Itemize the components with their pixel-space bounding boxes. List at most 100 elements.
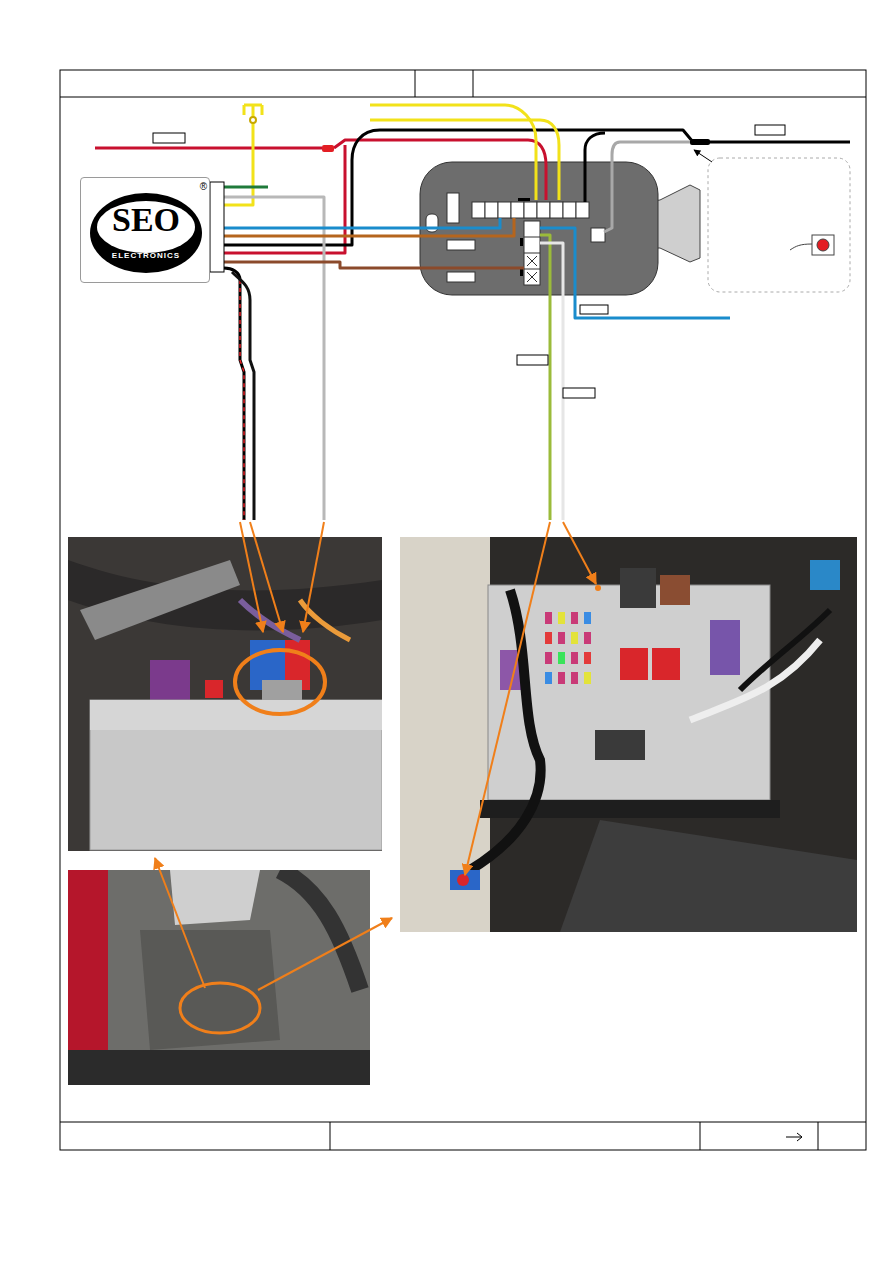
heater-unit (524, 202, 537, 218)
wire-detail (250, 117, 256, 123)
brand-name: SEO (112, 203, 180, 237)
photo (558, 672, 565, 684)
leader-arrow (240, 522, 263, 632)
photo (652, 648, 680, 680)
photo (584, 632, 591, 644)
leader-arrow (258, 918, 392, 990)
photo (545, 612, 552, 624)
wire (540, 235, 550, 520)
page-frame (60, 97, 866, 98)
photo (545, 652, 552, 664)
wire (334, 140, 546, 200)
wire (224, 262, 524, 268)
wire-tag (517, 355, 548, 365)
photo (68, 870, 370, 1085)
photo (571, 632, 578, 644)
photo (470, 590, 541, 870)
photo (584, 612, 591, 624)
heater-unit (518, 198, 530, 201)
heater-unit (550, 202, 563, 218)
photo (545, 612, 591, 684)
photo (400, 537, 857, 932)
brand-subtitle: ELECTRONICS (112, 252, 180, 260)
photo (558, 612, 565, 624)
heater-unit (472, 202, 485, 218)
photo (457, 874, 469, 886)
photo (545, 632, 552, 644)
wire (224, 218, 514, 236)
heater-unit (498, 202, 511, 218)
wire-tag (755, 125, 785, 135)
wire (240, 280, 244, 520)
photo (740, 610, 830, 690)
leader-arrow (303, 522, 324, 632)
leader-arrow (250, 522, 283, 632)
wire-detail (210, 117, 712, 272)
wire (95, 105, 850, 520)
photo (180, 983, 260, 1033)
heater-unit (447, 240, 475, 250)
wire (540, 243, 563, 520)
remote-panel (708, 158, 850, 292)
photo (68, 537, 382, 851)
heater-unit (472, 202, 605, 285)
wire (585, 133, 605, 202)
heater-unit (524, 269, 540, 270)
remote-panel (790, 244, 812, 250)
photo (545, 672, 552, 684)
heater-unit (576, 202, 589, 218)
wire-tag (153, 133, 185, 143)
photo (620, 568, 656, 608)
heater-unit (591, 228, 605, 242)
wire (224, 105, 262, 205)
module-logo-box: SEO ELECTRONICS ® (80, 177, 210, 283)
heater-unit (520, 238, 523, 246)
heater-unit (524, 221, 540, 285)
wire (224, 197, 324, 520)
leader-arrow (465, 522, 550, 875)
photo (558, 652, 565, 664)
wire-tag (580, 305, 608, 314)
photo (68, 537, 382, 851)
heater-unit (563, 202, 576, 218)
photo (400, 537, 857, 932)
wire (540, 228, 730, 318)
page-frame (60, 1122, 866, 1123)
photo (571, 672, 578, 684)
photo (170, 870, 260, 925)
photo (235, 650, 325, 714)
photo (80, 560, 240, 640)
leader-arrow (563, 522, 596, 584)
remote-panel (817, 239, 829, 251)
photo (240, 600, 300, 640)
photo (584, 672, 591, 684)
photo (558, 632, 565, 644)
photo (810, 560, 840, 590)
wire (95, 147, 322, 150)
photo (205, 680, 223, 698)
page-frame (330, 1122, 331, 1150)
photo (262, 680, 302, 700)
wire-detail (322, 145, 334, 152)
heater-unit (447, 272, 475, 282)
wire (224, 268, 244, 520)
page-frame (60, 70, 866, 1150)
photo (90, 700, 382, 730)
photo (68, 1050, 370, 1085)
wire-detail (694, 150, 712, 162)
photo (710, 620, 740, 675)
registered-mark: ® (200, 182, 207, 192)
wire (604, 142, 693, 232)
wire (370, 120, 559, 200)
leader-arrow (155, 522, 596, 990)
heater-unit (511, 202, 524, 218)
photo (595, 730, 645, 760)
photo (660, 575, 690, 605)
heater-unit (485, 202, 498, 218)
remote-panel (708, 158, 850, 292)
photo (620, 648, 648, 680)
page-frame (700, 1122, 701, 1150)
wire (232, 272, 254, 520)
